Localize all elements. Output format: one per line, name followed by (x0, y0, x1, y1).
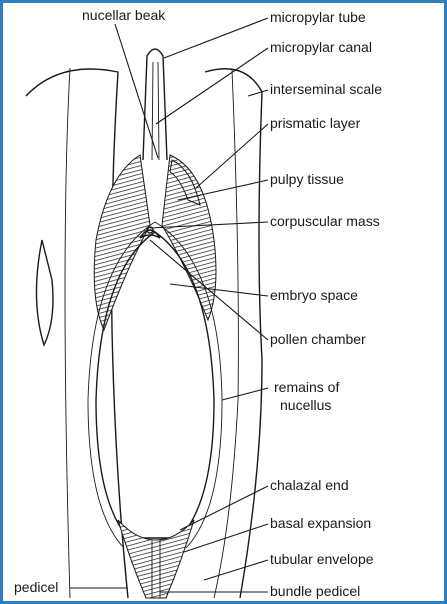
label-nucellar-beak: nucellar beak (82, 7, 166, 23)
scale-left-inner-line (65, 68, 70, 598)
micropylar-canal-line (152, 62, 159, 160)
scale-right-inner-line (214, 70, 238, 598)
label-tubular-envelope: tubular envelope (270, 551, 374, 567)
label-embryo-space: embryo space (270, 287, 358, 303)
label-remains-of-nucellus-line1: remains of (274, 379, 339, 395)
label-micropylar-tube: micropylar tube (270, 9, 366, 25)
micropylar-tube-outline (143, 49, 167, 160)
interseminal-scale-right-outline (205, 69, 262, 598)
scale-bulge (36, 240, 53, 345)
label-basal-expansion: basal expansion (270, 515, 371, 531)
label-pedicel: pedicel (14, 579, 58, 595)
label-pulpy-tissue: pulpy tissue (270, 171, 344, 187)
label-chalazal-end: chalazal end (270, 477, 349, 493)
label-prismatic-layer: prismatic layer (270, 115, 361, 131)
label-bundle-pedicel: bundle pedicel (270, 583, 360, 599)
label-corpuscular-mass: corpuscular mass (270, 213, 380, 229)
label-remains-of-nucellus-line2: nucellus (280, 397, 331, 413)
basal-expansion-tissue (118, 520, 194, 598)
label-pollen-chamber: pollen chamber (270, 331, 366, 347)
label-micropylar-canal: micropylar canal (270, 39, 372, 55)
label-interseminal-scale: interseminal scale (270, 81, 382, 97)
